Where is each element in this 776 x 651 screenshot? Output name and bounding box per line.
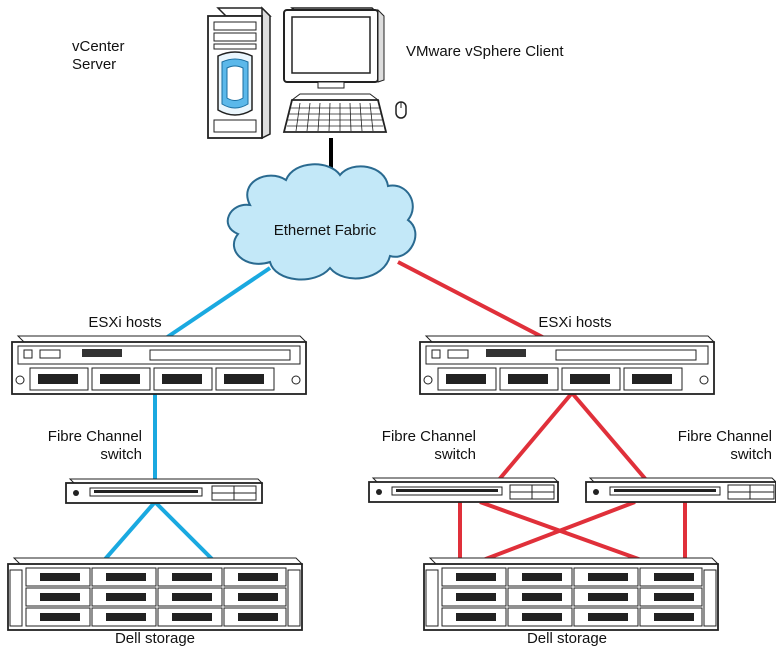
fabric-to-right-host-link xyxy=(397,260,553,344)
esxi-host-left-icon xyxy=(11,335,308,395)
fc-switch-right2-label-line1: Fibre Channel xyxy=(677,428,772,445)
esxi-hosts-right-label: ESXi hosts xyxy=(538,314,612,331)
left-switch-to-storage-link-1 xyxy=(98,500,157,567)
fabric-to-left-host-link xyxy=(158,266,272,344)
vcenter-label-line1: vCenter xyxy=(72,38,125,55)
fc-switch-left-icon xyxy=(65,478,264,504)
fc-switch-right1-label-line2: switch xyxy=(434,446,476,463)
vsphere-client-label: VMware vSphere Client xyxy=(406,43,564,60)
fc-switch-left-label: Fibre Channel switch xyxy=(0,428,142,464)
right-host-to-switch2-link xyxy=(570,391,650,484)
fc-switch-right1-label-line1: Fibre Channel xyxy=(381,428,476,445)
right-host-to-switch1-link xyxy=(495,391,574,484)
fc-switch-right1-icon xyxy=(368,477,560,503)
vsphere-client-workstation-icon xyxy=(282,7,407,133)
vcenter-server-label: vCenter Server xyxy=(72,38,125,74)
dell-storage-left-label: Dell storage xyxy=(114,630,196,647)
fc-switch-right1-label: Fibre Channel switch xyxy=(330,428,476,464)
fc-switch-right2-icon xyxy=(585,477,776,503)
ethernet-fabric-cloud-icon xyxy=(226,163,417,281)
fc-switch-right2-label-line2: switch xyxy=(730,446,772,463)
esxi-hosts-left-label: ESXi hosts xyxy=(88,314,162,331)
fc-switch-right2-label: Fibre Channel switch xyxy=(640,428,772,464)
esxi-host-right-icon xyxy=(419,335,716,395)
vcenter-server-icon xyxy=(207,6,272,140)
vcenter-label-line2: Server xyxy=(72,56,117,73)
ethernet-fabric-label: Ethernet Fabric xyxy=(273,222,377,239)
left-switch-to-storage-link-2 xyxy=(153,500,220,567)
dell-storage-right-icon xyxy=(423,557,720,631)
fc-switch-left-label-line1: Fibre Channel xyxy=(47,428,142,445)
dell-storage-left-icon xyxy=(7,557,304,631)
fc-switch-left-label-line2: switch xyxy=(100,446,142,463)
switch2-to-storage-link-a xyxy=(469,500,636,567)
dell-storage-right-label: Dell storage xyxy=(526,630,608,647)
switch1-to-storage-link-b xyxy=(479,500,656,567)
